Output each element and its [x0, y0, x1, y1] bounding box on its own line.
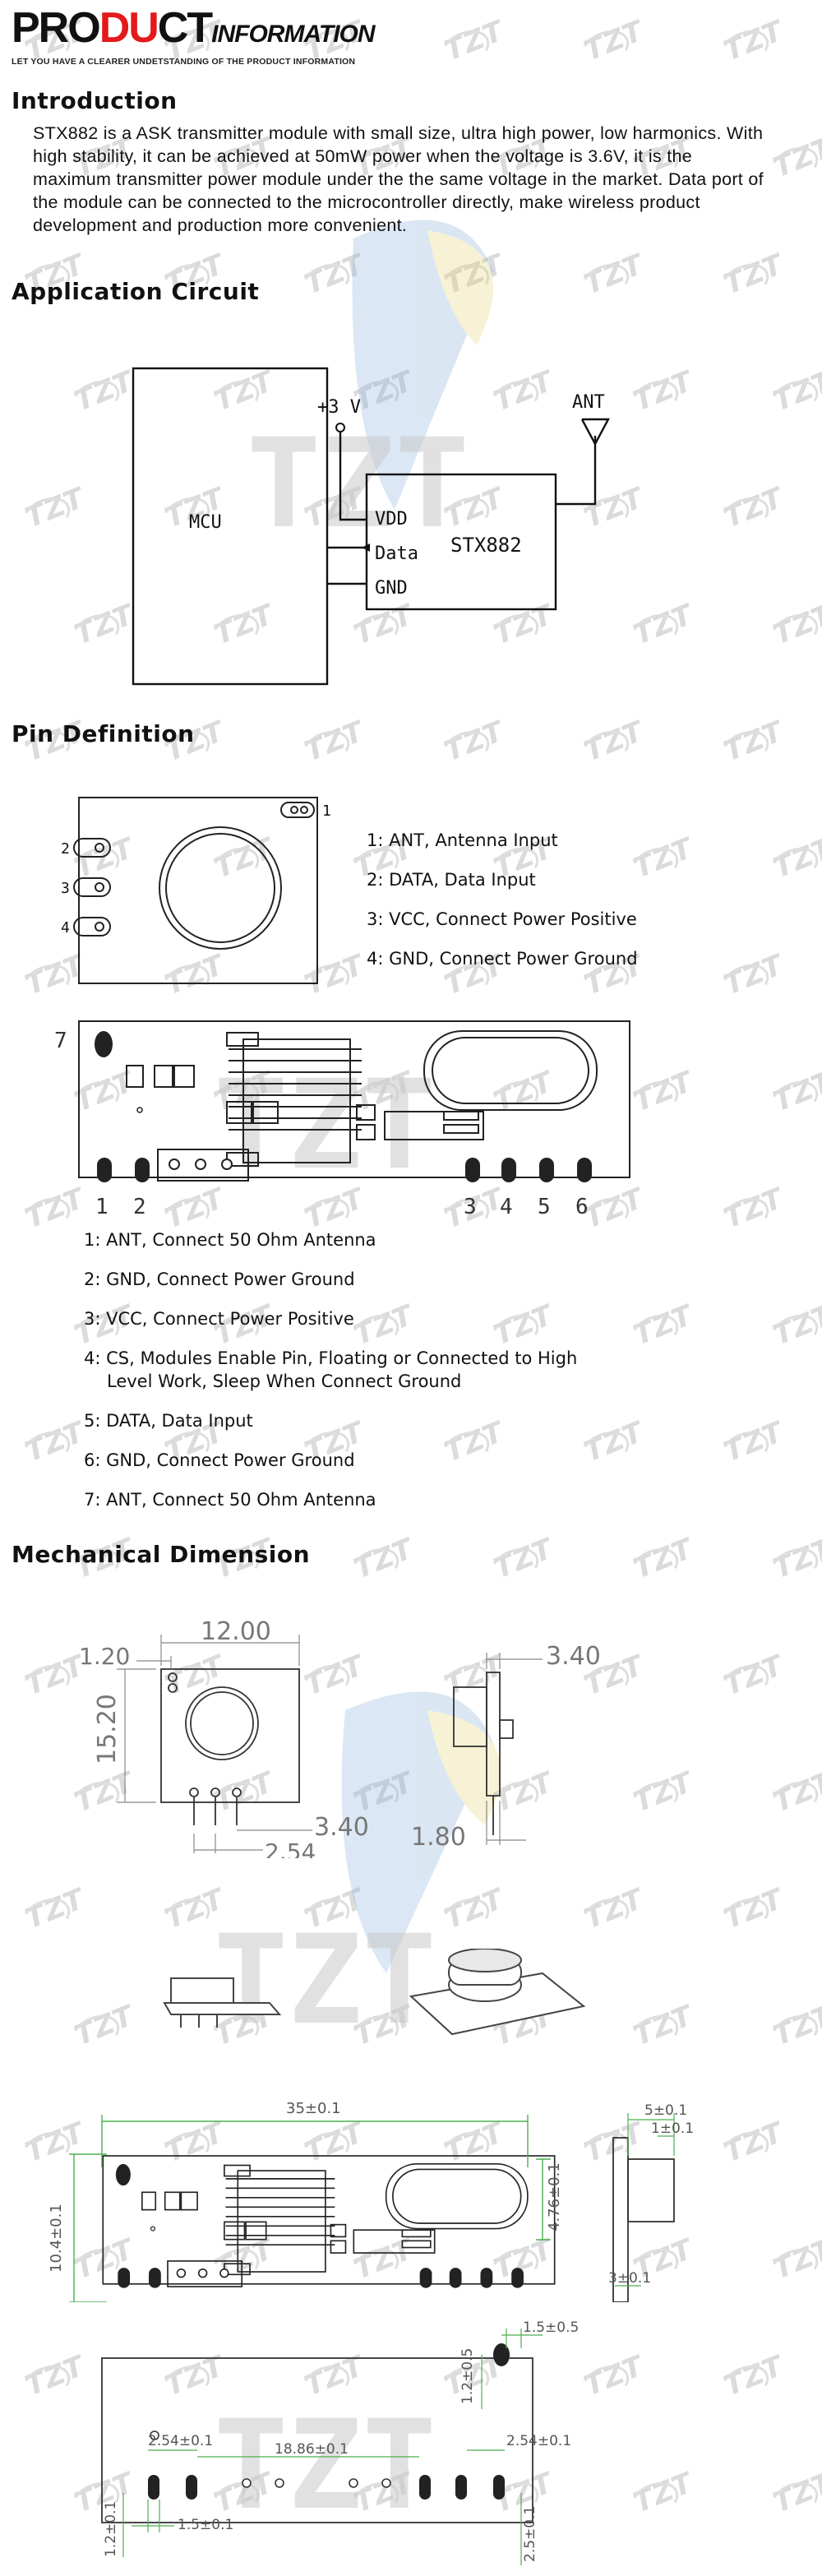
pin-num-4: 4 — [61, 919, 70, 937]
pin-v3-label: 2.5±0.1 — [522, 2506, 538, 2562]
board-pin-num-4: 4 — [500, 1195, 513, 1219]
module-label: STX882 — [450, 534, 522, 557]
pin-num-3: 3 — [61, 880, 70, 897]
small-pin-desc-4: 4: GND, Connect Power Ground — [367, 949, 638, 969]
board-pin-num-1: 1 — [95, 1195, 109, 1219]
side-width-label: 5±0.1 — [644, 2102, 687, 2119]
board-pin-desc-5: 5: DATA, Data Input — [84, 1411, 253, 1431]
small-pin-desc-3: 3: VCC, Connect Power Positive — [367, 909, 637, 929]
board-pin-desc-7: 7: ANT, Connect 50 Ohm Antenna — [84, 1490, 376, 1510]
pin-layout-dimension-drawing: 1.5±0.5 1.2±0.5 2.54±0.1 18.86±0.1 2.54±… — [101, 2319, 579, 2565]
dim-pin-len-label: 3.40 — [314, 1813, 369, 1842]
supply-label: +3 V — [317, 397, 361, 418]
side-width2-label: 1±0.1 — [651, 2120, 694, 2137]
board-pin-desc-4: 4: CS, Modules Enable Pin, Floating or C… — [84, 1348, 578, 1368]
board-length-label: 35±0.1 — [286, 2100, 341, 2117]
introduction-heading: Introduction — [12, 87, 178, 114]
application-circuit-diagram: MCU +3 V ANT STX882 VDD Data GND — [132, 367, 610, 686]
introduction-text: STX882 is a ASK transmitter module with … — [33, 123, 764, 235]
antenna-label: ANT — [572, 392, 605, 413]
mechanical-dimension-heading: Mechanical Dimension — [12, 1541, 311, 1568]
pin-span-label: 18.86±0.1 — [275, 2441, 349, 2458]
small-module-drawing: 1 2 3 4 — [61, 797, 331, 984]
board-pin-desc-4-cont: Level Work, Sleep When Connect Ground — [107, 1371, 462, 1391]
board-pin-desc-1: 1: ANT, Connect 50 Ohm Antenna — [84, 1230, 376, 1250]
pin-definition-heading: Pin Definition — [12, 720, 195, 747]
small-pin-desc-2: 2: DATA, Data Input — [367, 870, 536, 890]
board-pin-desc-3: 3: VCC, Connect Power Positive — [84, 1309, 354, 1329]
pin-v2-label: 1.2±0.1 — [103, 2501, 119, 2557]
pin-num-2: 2 — [61, 840, 70, 858]
header-tagline: LET YOU HAVE A CLEARER UNDETSTANDING OF … — [12, 57, 356, 67]
board-pin-desc-2: 2: GND, Connect Power Ground — [84, 1270, 355, 1289]
big-watermark-1: TZT — [247, 413, 469, 556]
application-circuit-heading: Application Circuit — [12, 278, 260, 305]
supply-terminal-icon — [335, 423, 345, 432]
pin-hole-label: 1.5±0.5 — [523, 2319, 579, 2336]
pin-v1-label: 1.2±0.5 — [459, 2348, 476, 2404]
vdd-pin-label: VDD — [375, 509, 408, 530]
big-watermark-4: TZT — [214, 2394, 436, 2537]
small-module-dimension-drawing: 12.00 1.20 15.20 3.40 2.54 3.40 1.80 — [79, 1617, 601, 1858]
board-module-drawing: 7 1 2 3 4 5 6 — [54, 1020, 630, 1219]
dim-side-label: 1.80 — [411, 1823, 466, 1852]
board-pin-num-3: 3 — [464, 1195, 477, 1219]
board-pin-y-label: 4.76±0.1 — [546, 2162, 563, 2231]
pin-size-label: 1.5±0.1 — [178, 2517, 233, 2533]
dim-depth-label: 3.40 — [546, 1642, 601, 1671]
board-pin-num-5: 5 — [538, 1195, 551, 1219]
gnd-pin-label: GND — [375, 578, 408, 599]
pin-num-1: 1 — [322, 802, 331, 820]
board-pin-num-7: 7 — [54, 1029, 67, 1053]
big-watermark-2: TZT — [214, 1054, 436, 1197]
board-height-label: 10.4±0.1 — [48, 2204, 65, 2273]
dim-pitch-label: 2.54 — [265, 1838, 316, 1858]
side-base-label: 3±0.1 — [608, 2270, 651, 2287]
pin-pitch-right-label: 2.54±0.1 — [506, 2433, 571, 2449]
board-dimension-drawing: 35±0.1 10.4±0.1 4.76±0.1 5±0.1 1±0.1 3±0… — [48, 2100, 694, 2302]
product-information-header: PRODUCTINFORMATION LET YOU HAVE A CLEARE… — [12, 4, 376, 67]
data-pin-label: Data — [375, 543, 418, 564]
module-3d-sketches — [163, 1949, 586, 2036]
dim-height-label: 15.20 — [93, 1694, 122, 1764]
dim-offset-label: 1.20 — [79, 1643, 130, 1670]
pin-pitch-left-label: 2.54±0.1 — [148, 2433, 213, 2449]
header-title: PRODUCTINFORMATION — [12, 4, 376, 52]
big-watermark-3: TZT — [214, 1909, 436, 2052]
mcu-label: MCU — [189, 512, 222, 533]
board-pin-desc-6: 6: GND, Connect Power Ground — [84, 1450, 355, 1470]
dim-width-label: 12.00 — [201, 1617, 271, 1646]
board-pin-num-6: 6 — [575, 1195, 589, 1219]
board-pin-num-2: 2 — [133, 1195, 146, 1219]
small-pin-desc-1: 1: ANT, Antenna Input — [367, 830, 558, 850]
